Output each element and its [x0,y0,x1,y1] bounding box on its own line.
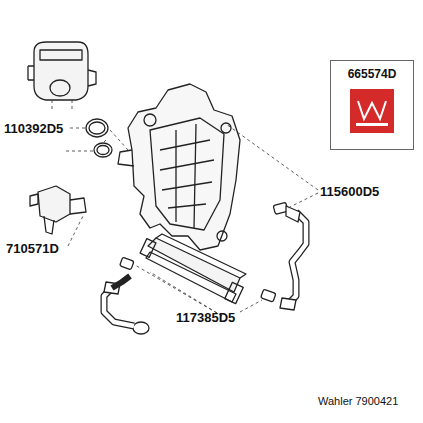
callout-number: 110392D5 [4,122,63,135]
brand-logo [350,89,394,133]
callout-number: 115600D5 [320,185,379,198]
callout-number: Wahler 7900421 [318,396,398,407]
part-number: 665574D [331,61,413,81]
callout-number: 117385D5 [176,311,235,324]
callout-number: 710571D [6,242,59,255]
kit-box: 665574D [330,60,414,150]
